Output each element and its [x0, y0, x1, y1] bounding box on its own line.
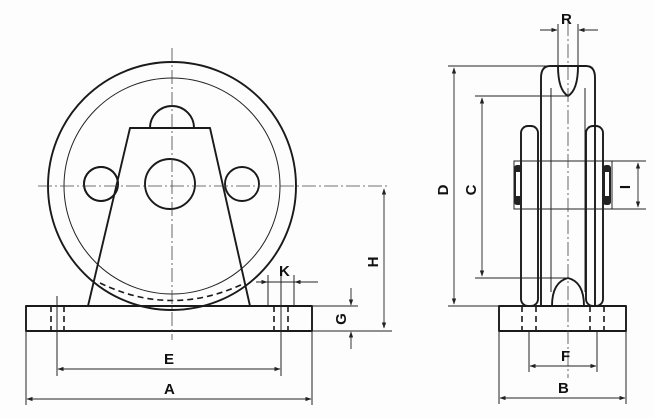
- base-plate: [25, 305, 313, 332]
- label-h: H: [365, 257, 382, 268]
- side-view: D C R I F B: [435, 11, 646, 404]
- label-a: A: [164, 381, 175, 398]
- side-plate-left: [520, 125, 539, 307]
- label-i: I: [617, 185, 634, 189]
- axle-hole: [144, 158, 196, 210]
- label-b: B: [558, 380, 569, 397]
- right-side-hole: [224, 166, 260, 202]
- label-c: C: [463, 184, 480, 195]
- bracket-body: [87, 127, 251, 307]
- label-f: F: [561, 348, 570, 365]
- side-base-plate: [498, 305, 627, 332]
- label-d: D: [435, 184, 452, 195]
- hub-right-inner: [605, 172, 609, 196]
- label-e: E: [164, 351, 174, 368]
- label-k: K: [279, 263, 290, 280]
- axle-hub: [513, 160, 613, 210]
- front-view: H G K E A: [25, 48, 392, 405]
- label-r: R: [561, 11, 572, 28]
- label-g: G: [333, 313, 350, 325]
- left-hole-outer-arc: [83, 166, 119, 202]
- hub-left-inner: [516, 172, 520, 196]
